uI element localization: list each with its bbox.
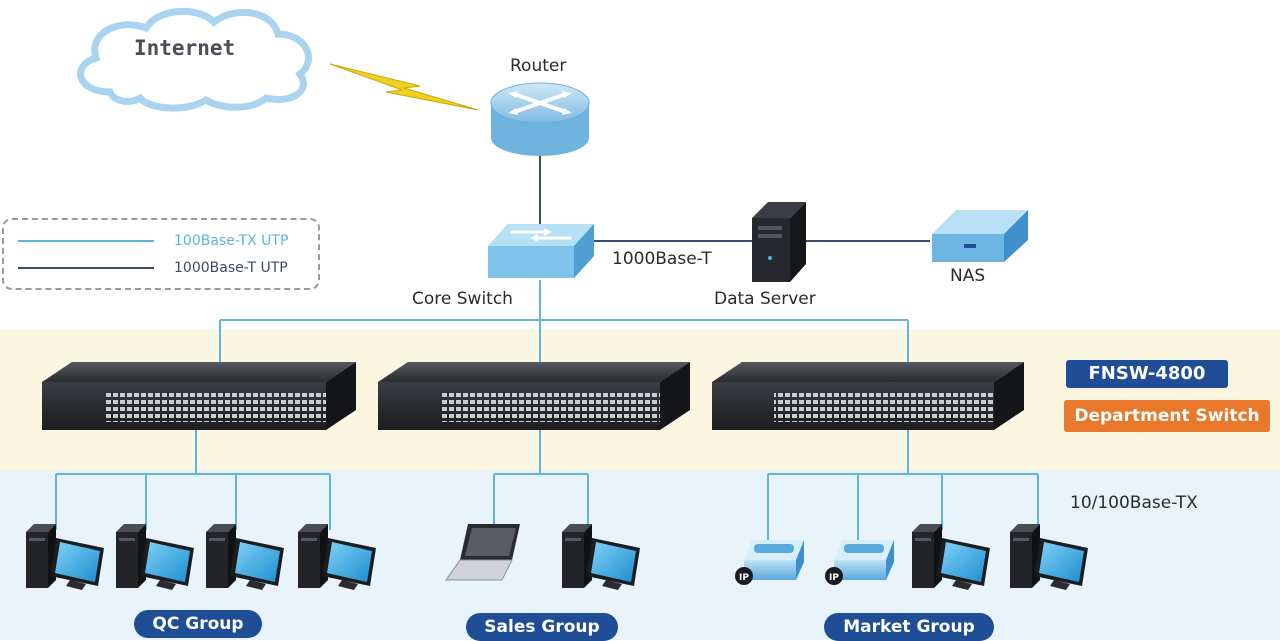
department-switch-2: [378, 362, 690, 430]
group-pill-qc: QC Group: [134, 610, 262, 638]
laptop-icon: [445, 524, 520, 581]
group-pill-market: Market Group: [824, 613, 994, 641]
access-links: [55, 430, 1039, 540]
group-pill-sales: Sales Group: [466, 613, 618, 641]
access-link-label: 10/100Base-TX: [1070, 493, 1198, 513]
department-switch-1: [42, 362, 356, 430]
internet-label: Internet: [134, 36, 236, 60]
ip-phone-icon: IP: [735, 540, 804, 585]
role-badge: Department Switch: [1064, 400, 1270, 432]
legend-line-1000: [18, 267, 154, 269]
legend-line-100: [18, 240, 154, 242]
legend-label-1000: 1000Base-T UTP: [174, 260, 288, 276]
legend-label-100: 100Base-TX UTP: [174, 233, 289, 249]
internet-cloud-icon: [77, 7, 312, 112]
distribution-links: [219, 280, 909, 364]
nas-icon: [932, 210, 1028, 262]
data-server-label: Data Server: [714, 289, 816, 309]
core-link-label: 1000Base-T: [612, 249, 712, 269]
model-badge: FNSW-4800: [1066, 360, 1228, 388]
svg-text:IP: IP: [739, 573, 749, 583]
core-switch-label: Core Switch: [412, 289, 513, 309]
core-switch-icon: [488, 224, 594, 278]
wan-link-icon: [329, 63, 479, 111]
nas-label: NAS: [950, 266, 986, 286]
desktop-pc-icon: [26, 524, 104, 590]
data-server-icon: [752, 202, 806, 282]
router-label: Router: [510, 56, 567, 76]
department-switch-3: [712, 362, 1024, 430]
router-icon: [490, 82, 590, 156]
legend: 100Base-TX UTP 1000Base-T UTP: [2, 218, 320, 290]
